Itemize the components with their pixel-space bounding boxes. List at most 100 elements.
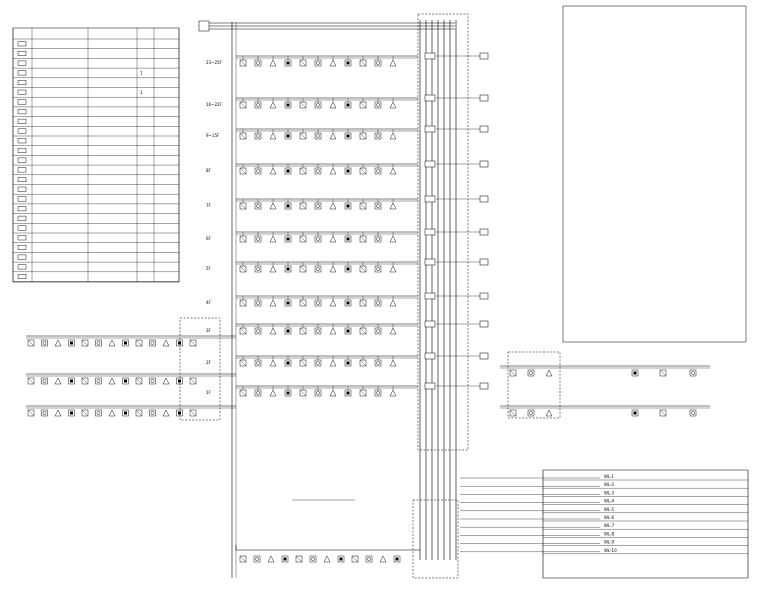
floor-terminal-box [479, 94, 489, 102]
device-icon [239, 101, 247, 109]
left-branches [26, 317, 236, 421]
riser-junction-box [424, 258, 436, 266]
device-icon [239, 167, 247, 175]
device-icon [344, 235, 352, 243]
device-icon [254, 235, 262, 243]
legend-grid [12, 28, 180, 282]
legend-symbol-icon [17, 206, 27, 212]
floor-row: 1F [206, 382, 489, 397]
device-icon [254, 359, 262, 367]
device-icon [344, 359, 352, 367]
device-icon [254, 389, 262, 397]
top-control-box [198, 20, 210, 32]
device-icon [359, 359, 367, 367]
riser-junction-box [424, 160, 436, 168]
device-icon [284, 59, 292, 67]
cable-row-code: WL-8 [604, 531, 615, 536]
device-icon [314, 132, 322, 140]
device-icon [527, 409, 535, 417]
device-icon [135, 339, 143, 347]
device-icon [344, 59, 352, 67]
cable-row-code: WL-7 [604, 523, 615, 528]
legend-symbol-icon [17, 264, 27, 270]
device-icon [299, 202, 307, 210]
bottom-bus [235, 545, 420, 551]
device-icon [239, 359, 247, 367]
floor-label: 8F [206, 168, 212, 173]
device-icon [359, 327, 367, 335]
device-icon [314, 202, 322, 210]
device-icon [545, 409, 553, 417]
legend-symbol-icon [17, 254, 27, 260]
cable-row-code: WL-1 [604, 474, 615, 479]
device-icon [284, 327, 292, 335]
device-icon [269, 167, 277, 175]
device-icon [344, 327, 352, 335]
device-icon [27, 377, 35, 385]
device-icon [359, 235, 367, 243]
floor-label: 4F [206, 300, 212, 305]
right-branch [500, 405, 710, 417]
floor-row: 3F [206, 320, 489, 335]
device-icon [122, 339, 129, 347]
device-icon [389, 327, 397, 335]
device-icon [374, 265, 382, 273]
device-icon [314, 235, 322, 243]
legend-table: 11 [12, 27, 180, 283]
floor-terminal-box [479, 125, 489, 133]
device-icon [359, 132, 367, 140]
device-icon [269, 265, 277, 273]
device-icon [254, 167, 262, 175]
floor-terminal-box [479, 258, 489, 266]
device-icon [527, 369, 535, 377]
device-icon [359, 167, 367, 175]
device-icon [295, 555, 303, 563]
device-icon [374, 167, 382, 175]
device-icon [54, 409, 62, 417]
device-icon [359, 202, 367, 210]
device-icon [27, 339, 35, 347]
device-icon [135, 409, 143, 417]
device-icon [509, 409, 517, 417]
device-icon [269, 389, 277, 397]
legend-row-qty: 1 [140, 71, 143, 76]
device-icon [329, 359, 337, 367]
legend-symbol-icon [17, 70, 27, 76]
floor-label: 7F [206, 203, 212, 208]
floor-terminal-box [479, 160, 489, 168]
device-icon [545, 369, 553, 377]
device-icon [389, 132, 397, 140]
device-icon [344, 101, 352, 109]
right-branches [500, 351, 710, 419]
legend-symbol-icon [17, 138, 27, 144]
bottom-devices [239, 555, 401, 563]
legend-symbol-icon [17, 50, 27, 56]
device-icon [239, 59, 247, 67]
riser-junction-box [424, 320, 436, 328]
device-icon [314, 167, 322, 175]
legend-symbol-icon [17, 118, 27, 124]
cable-row-code: WL-10 [604, 548, 617, 553]
device-icon [281, 555, 289, 563]
cable-row: WL-4 [460, 499, 748, 505]
riser-junction-box [424, 382, 436, 390]
floor-label: 23~25F [206, 60, 223, 65]
device-icon [344, 299, 352, 307]
legend-symbol-icon [17, 60, 27, 66]
cable-row: WL-3 [460, 490, 748, 497]
device-icon [359, 101, 367, 109]
device-icon [299, 299, 307, 307]
device-icon [329, 265, 337, 273]
device-icon [108, 377, 116, 385]
device-icon [359, 389, 367, 397]
device-icon [162, 339, 170, 347]
device-icon [239, 202, 247, 210]
device-icon [344, 167, 352, 175]
legend-symbol-icon [17, 196, 27, 202]
device-icon [189, 339, 197, 347]
cable-table: WL-1WL-2WL-3WL-4WL-5WL-6WL-7WL-8WL-9WL-1… [460, 469, 749, 579]
legend-symbol-icon [17, 147, 27, 153]
riser-junction-box [424, 125, 436, 133]
device-icon [374, 235, 382, 243]
legend-symbol-icon [17, 128, 27, 134]
